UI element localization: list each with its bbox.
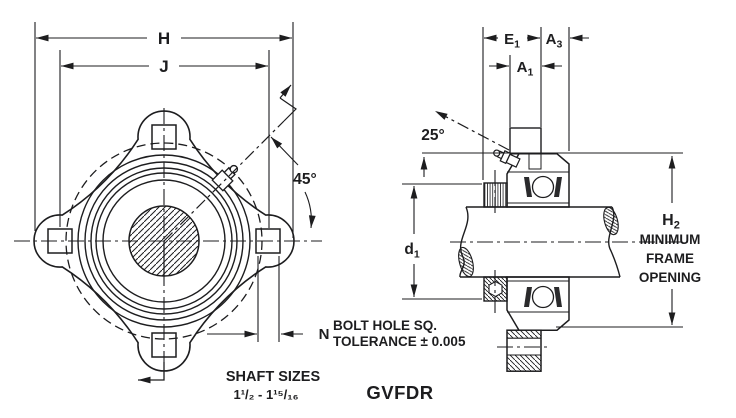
diagonal-jog (279, 97, 297, 122)
housing-lower-section (506, 276, 570, 331)
bolt-hole-note-line2: TOLERANCE ± 0.005 (333, 334, 466, 349)
shaft-break-left-hatch (458, 246, 474, 278)
front-view: H J 45° N BOLT HOLE SQ. TOLERANCE ± 0.00… (14, 22, 466, 402)
angle-25-label: 25° (421, 127, 444, 144)
flange-outline (33, 110, 295, 372)
angle-45-label: 45° (293, 171, 316, 188)
dimension-d1: d1 (402, 183, 482, 300)
shaft-sizes-label: SHAFT SIZES (226, 369, 321, 385)
dimension-H2: H2 MINIMUM FRAME OPENING (556, 156, 701, 328)
grease-passage (528, 153, 542, 170)
dim-A1-label: A1 (517, 59, 534, 79)
shaft-break-right-hatch (603, 206, 619, 236)
angle-25-callout: 25° (420, 110, 510, 177)
model-title: GVFDR (366, 382, 433, 403)
angle-45-callout: 45° (270, 136, 317, 229)
dim-E1-label: E1 (504, 31, 520, 51)
centerline-elbow-arrow (138, 362, 165, 384)
dim-H2-label: H2 (662, 212, 680, 232)
diagonal-end-arrow (279, 84, 292, 99)
locking-collar-upper (483, 170, 508, 214)
shaft-sizes-range: 1¹/₂ - 1¹⁵/₁₆ (233, 387, 298, 402)
diagonal-45-centerline (163, 120, 285, 242)
flange-foot (497, 329, 551, 372)
dim-H-label: H (158, 29, 170, 48)
grease-fitting-side (493, 149, 521, 168)
locking-collar-lower (483, 270, 508, 314)
seal-upper-right (554, 177, 562, 197)
dimension-H: H (34, 22, 294, 238)
dimension-N: N (207, 256, 329, 343)
ball-lower (531, 285, 555, 309)
dim-N-label: N (319, 326, 330, 343)
seal-lower-right (554, 287, 562, 307)
setscrew-hex (488, 280, 503, 298)
h2-note-line1: MINIMUM (640, 232, 701, 247)
bolt-hole-note-line1: BOLT HOLE SQ. (333, 318, 437, 333)
grease-fitting-front (211, 164, 239, 192)
grease-boss (509, 127, 542, 155)
dimension-E1-A3-A1: E1 A3 A1 (482, 27, 589, 180)
ball-upper (531, 175, 555, 199)
dimension-J: J (59, 50, 270, 228)
h2-note-line2: FRAME (646, 251, 694, 266)
seal-lower-left (524, 287, 532, 307)
dim-A3-label: A3 (546, 31, 563, 51)
seal-upper-left (524, 177, 532, 197)
h2-note-line3: OPENING (639, 270, 701, 285)
side-section-view: E1 A3 A1 25° d1 H2 MINIMUM FRAME OPENING (402, 27, 701, 372)
dim-J-label: J (159, 57, 168, 76)
housing-upper-section (506, 153, 570, 208)
dim-d1-label: d1 (404, 241, 419, 261)
